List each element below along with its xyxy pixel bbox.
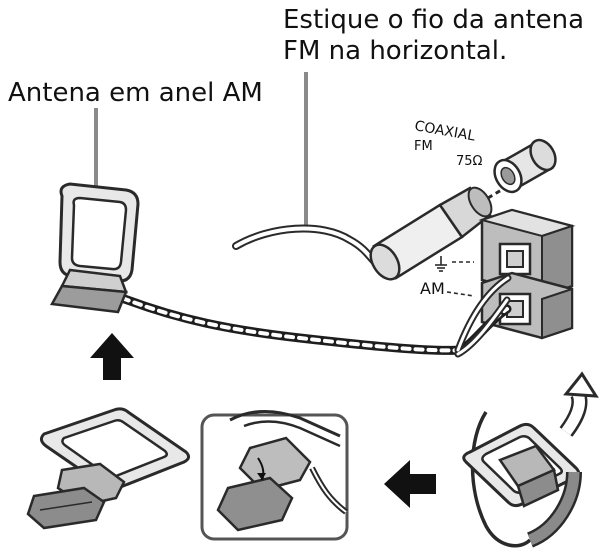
am-terminal-label: AM <box>420 279 445 298</box>
fm-callout-line-2: FM na horizontal. <box>283 36 508 66</box>
am-loop-folded <box>26 407 191 530</box>
inset-detail <box>200 409 349 541</box>
ground-symbol-icon <box>435 256 447 272</box>
am-loop-antenna <box>50 182 140 314</box>
fm-wire <box>234 226 386 268</box>
ohms-label: 75Ω <box>456 154 483 169</box>
am-wire-outline <box>117 293 512 355</box>
am-loop-callout: Antena em anel AM <box>8 78 263 108</box>
arrow-left-icon <box>384 460 436 508</box>
inset-small-arrow-icon <box>257 473 266 480</box>
rotate-arrow-icon <box>526 371 599 548</box>
fm-coaxial-plug <box>369 186 493 281</box>
fm-callout-line-1: Estique o fio da antena <box>283 5 585 35</box>
antenna-terminal-block <box>478 208 576 340</box>
am-loop-rotating <box>462 411 581 548</box>
fm-wire-callout: Estique o fio da antena FM na horizontal… <box>283 5 584 67</box>
fm-terminal-label: FM <box>414 139 433 154</box>
am-wire-twist <box>120 296 509 353</box>
arrow-up-icon <box>90 333 134 380</box>
coaxial-adapter <box>493 138 557 194</box>
am-wire-leads-highlight <box>456 276 510 356</box>
am-dash <box>446 291 475 297</box>
